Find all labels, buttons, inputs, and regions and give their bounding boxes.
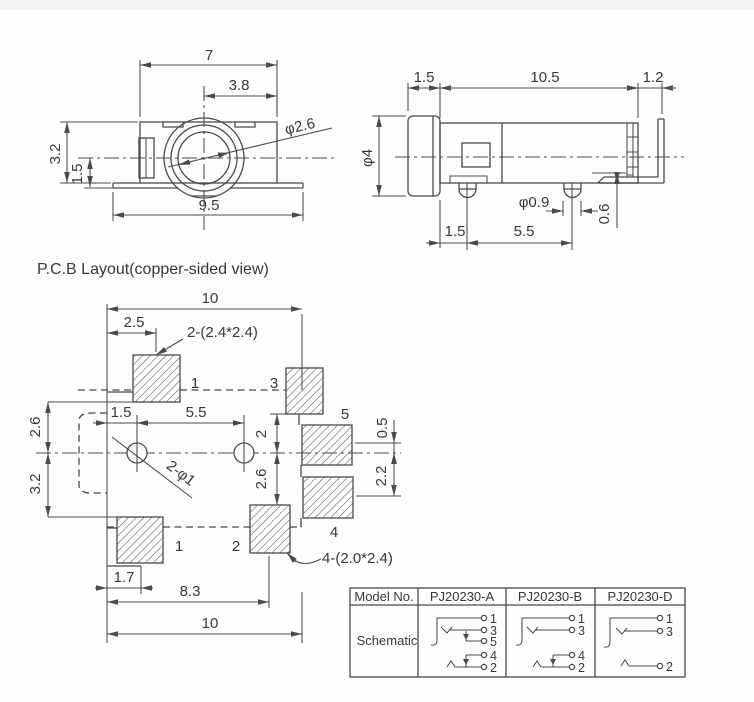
- dim-pcb-hole-offset: 1.5: [111, 404, 132, 421]
- dim-side-pin-pitch: 5.5: [514, 223, 535, 240]
- dim-pcb-pad2-offset: 8.3: [180, 583, 201, 600]
- pad-right-lower: [302, 476, 354, 519]
- schematic-b-pin: 3: [578, 624, 585, 638]
- table-header-model: Model No.: [354, 589, 413, 604]
- dim-pcb-upper: 2.6: [27, 417, 44, 438]
- pad-label-bottom-left: 1: [175, 538, 183, 555]
- dim-front-flange-width: 9.5: [199, 197, 220, 214]
- dim-pcb-overall-top: 10: [202, 290, 219, 307]
- schematic-d-pin: 1: [666, 612, 673, 626]
- front-view: 7 3.8 φ2.6 3.2 1.5 9.5: [47, 47, 336, 230]
- side-view-dimensions: 1.5 10.5 1.2 φ4 φ0.9 0.6: [359, 69, 676, 248]
- schematic-d-pin: 3: [666, 625, 673, 639]
- dim-pcb-hole-pitch: 5.5: [186, 404, 207, 421]
- dim-front-top-width: 7: [205, 47, 213, 64]
- pad-label-top-right: 3: [270, 375, 278, 392]
- pad-label-bottom-mid: 2: [232, 538, 240, 555]
- pad-right-upper: [301, 424, 353, 466]
- schematic-d-pin: 2: [666, 660, 673, 674]
- schematic-pj20230-b: 1 3 4 2: [515, 612, 585, 675]
- dim-pcb-pad3-gap: 2: [253, 430, 270, 438]
- pcb-dimensions: 10 2.5 2-(2.4*2.4) 1.5 5.5 2 2.6: [27, 290, 401, 637]
- table-header-model-b: PJ20230-B: [518, 589, 582, 604]
- dim-pcb-pad45-gap: 2.2: [373, 466, 390, 487]
- spec-table: Model No. PJ20230-A PJ20230-B PJ20230-D …: [349, 587, 686, 678]
- dim-pcb-overall-bottom: 10: [202, 615, 219, 632]
- pcb-pads: [116, 354, 354, 564]
- schematic-b-pin: 1: [578, 612, 585, 626]
- pcb-outline: [36, 304, 401, 643]
- dim-pcb-pad2-gap: 2.6: [253, 469, 270, 490]
- schematic-a-pin: 1: [490, 612, 497, 626]
- dim-pcb-lower: 3.2: [27, 474, 44, 495]
- pcb-layout: P.C.B Layout(copper-sided view): [27, 261, 401, 643]
- pad-label-right-lower: 4: [330, 524, 338, 541]
- pcb-pad-labels: 1 3 5 4 2 1: [175, 375, 349, 555]
- page-top-strip: [0, 0, 754, 10]
- dim-front-barrel-offset: 3.8: [229, 77, 250, 94]
- dim-pcb-pad5-offset: 0.5: [374, 418, 391, 439]
- note-holes: 2-φ1: [163, 457, 198, 489]
- pcb-holes: 2-φ1: [111, 415, 255, 499]
- note-rect-pads: 4-(2.0*2.4): [322, 550, 393, 567]
- pad-label-top-left: 1: [191, 375, 199, 392]
- dim-front-jack-dia: φ2.6: [283, 115, 317, 138]
- schematic-a-pin: 5: [490, 635, 497, 649]
- table-row-label: Schematic: [357, 633, 418, 648]
- schematic-pj20230-d: 1 3 2: [603, 612, 673, 674]
- dim-front-center-height: 1.5: [69, 164, 86, 185]
- dim-pcb-pad1-offset: 2.5: [124, 314, 145, 331]
- front-view-dimensions: 7 3.8 φ2.6 3.2 1.5 9.5: [47, 47, 333, 221]
- note-square-pads: 2-(2.4*2.4): [187, 324, 258, 341]
- schematic-b-pin: 4: [578, 649, 585, 663]
- pad-top-left: [132, 354, 181, 403]
- schematic-a-pin: 4: [490, 649, 497, 663]
- dim-side-pin-dia: φ0.9: [519, 194, 550, 211]
- dim-side-barrel-dia: φ4: [359, 149, 376, 167]
- schematic-a-pin: 3: [490, 624, 497, 638]
- pad-bottom-left: [116, 516, 164, 564]
- schematic-a-pin: 2: [490, 661, 497, 675]
- dim-side-body-len: 10.5: [530, 69, 559, 86]
- table-header-model-a: PJ20230-A: [430, 589, 495, 604]
- side-view: 1.5 10.5 1.2 φ4 φ0.9 0.6: [359, 69, 684, 250]
- dim-side-front-len: 1.5: [414, 69, 435, 86]
- dim-pcb-pad1b-offset: 1.7: [114, 569, 135, 586]
- side-view-centerlines: [395, 156, 684, 250]
- pad-top-right: [285, 367, 324, 415]
- schematic-b-pin: 2: [578, 661, 585, 675]
- schematic-pj20230-a: 1 3 5 4 2: [430, 612, 497, 675]
- dim-front-height: 3.2: [47, 144, 64, 165]
- dim-side-flange-gap: 0.6: [596, 204, 613, 225]
- pad-bottom-mid: [249, 504, 291, 554]
- dim-side-pin-offset: 1.5: [445, 223, 466, 240]
- pad-label-right-upper: 5: [341, 406, 349, 423]
- dim-side-bracket: 1.2: [643, 69, 664, 86]
- pcb-layout-title: P.C.B Layout(copper-sided view): [37, 261, 269, 278]
- table-header-model-d: PJ20230-D: [607, 589, 672, 604]
